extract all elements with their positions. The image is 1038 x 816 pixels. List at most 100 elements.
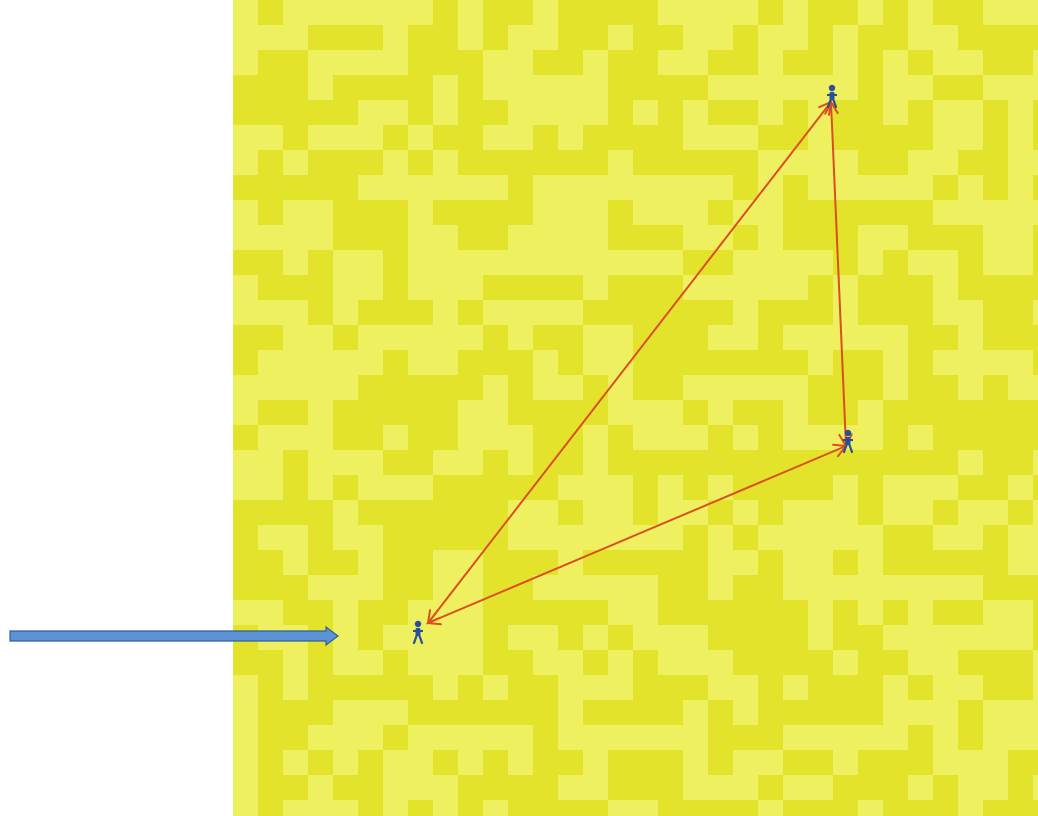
tile-dark — [683, 525, 708, 550]
tile-dark — [708, 450, 733, 475]
tile-dark — [433, 475, 458, 500]
tile-dark — [483, 275, 508, 300]
tile-dark — [458, 100, 483, 125]
tile-dark — [1033, 800, 1038, 816]
tile-dark — [833, 775, 858, 800]
tile-dark — [683, 350, 708, 375]
tile-dark — [1008, 575, 1033, 600]
tile-dark — [958, 400, 983, 425]
tile-dark — [283, 500, 308, 525]
tile-dark — [433, 400, 458, 425]
person-icon — [826, 84, 838, 109]
tile-dark — [408, 425, 433, 450]
person-icon — [842, 429, 854, 454]
tile-dark — [383, 300, 408, 325]
tile-dark — [908, 325, 933, 350]
tile-dark — [858, 700, 883, 725]
tile-dark — [958, 150, 983, 175]
tile-dark — [308, 100, 333, 125]
tile-dark — [483, 625, 508, 650]
tile-dark — [858, 750, 883, 775]
tile-dark — [983, 125, 1008, 150]
tile-dark — [508, 475, 533, 500]
tile-dark — [683, 575, 708, 600]
tile-dark — [833, 375, 858, 400]
tile-dark — [258, 675, 283, 700]
tile-dark — [383, 550, 408, 575]
tile-dark — [533, 275, 558, 300]
tile-dark — [783, 650, 808, 675]
tile-dark — [958, 700, 983, 725]
tile-dark — [383, 525, 408, 550]
tile-dark — [683, 475, 708, 500]
agent-markers — [412, 84, 854, 645]
tile-dark — [608, 50, 633, 75]
tile-dark — [583, 300, 608, 325]
tile-dark — [558, 625, 583, 650]
tile-dark — [708, 750, 733, 775]
tile-dark — [733, 525, 758, 550]
tile-dark — [658, 150, 683, 175]
tile-dark — [633, 375, 658, 400]
tile-dark — [583, 550, 608, 575]
tile-dark — [483, 25, 508, 50]
tile-dark — [758, 675, 783, 700]
tile-dark — [733, 350, 758, 375]
tile-dark — [758, 775, 783, 800]
tile-dark — [408, 375, 433, 400]
tile-dark — [658, 700, 683, 725]
tile-dark — [633, 275, 658, 300]
tile-dark — [508, 550, 533, 575]
tile-dark — [408, 25, 433, 50]
tile-dark — [458, 675, 483, 700]
tile-dark — [933, 425, 958, 450]
tile-dark — [933, 325, 958, 350]
tile-dark — [808, 275, 833, 300]
tile-dark — [508, 400, 533, 425]
tile-dark — [558, 500, 583, 525]
tile-dark — [908, 450, 933, 475]
tile-dark — [808, 750, 833, 775]
tile-dark — [808, 200, 833, 225]
tile-dark — [983, 300, 1008, 325]
tile-dark — [983, 325, 1008, 350]
tile-dark — [858, 475, 883, 500]
tile-dark — [633, 475, 658, 500]
tile-dark — [433, 525, 458, 550]
tile-dark — [983, 375, 1008, 400]
tile-dark — [508, 150, 533, 175]
tile-dark — [758, 425, 783, 450]
tile-dark — [383, 375, 408, 400]
tile-dark — [283, 275, 308, 300]
tile-dark — [408, 550, 433, 575]
tile-dark — [983, 800, 1008, 816]
tile-dark — [833, 675, 858, 700]
tile-dark — [308, 175, 333, 200]
tile-dark — [858, 675, 883, 700]
tile-dark — [583, 800, 608, 816]
tile-dark — [908, 525, 933, 550]
tile-dark — [758, 600, 783, 625]
tile-dark — [258, 750, 283, 775]
tile-dark — [1008, 750, 1033, 775]
tile-dark — [333, 225, 358, 250]
tile-dark — [808, 675, 833, 700]
tile-dark — [383, 225, 408, 250]
tile-dark — [858, 775, 883, 800]
tile-dark — [883, 600, 908, 625]
tile-dark — [783, 200, 808, 225]
tile-dark — [633, 500, 658, 525]
tile-dark — [283, 100, 308, 125]
tile-dark — [808, 225, 833, 250]
tile-dark — [633, 450, 658, 475]
tile-dark — [833, 800, 858, 816]
tile-dark — [533, 400, 558, 425]
tile-dark — [833, 550, 858, 575]
tile-dark — [283, 600, 308, 625]
tile-dark — [633, 75, 658, 100]
tile-dark — [583, 600, 608, 625]
tile-dark — [833, 125, 858, 150]
tile-dark — [883, 400, 908, 425]
tile-dark — [858, 125, 883, 150]
tile-dark — [1008, 275, 1033, 300]
